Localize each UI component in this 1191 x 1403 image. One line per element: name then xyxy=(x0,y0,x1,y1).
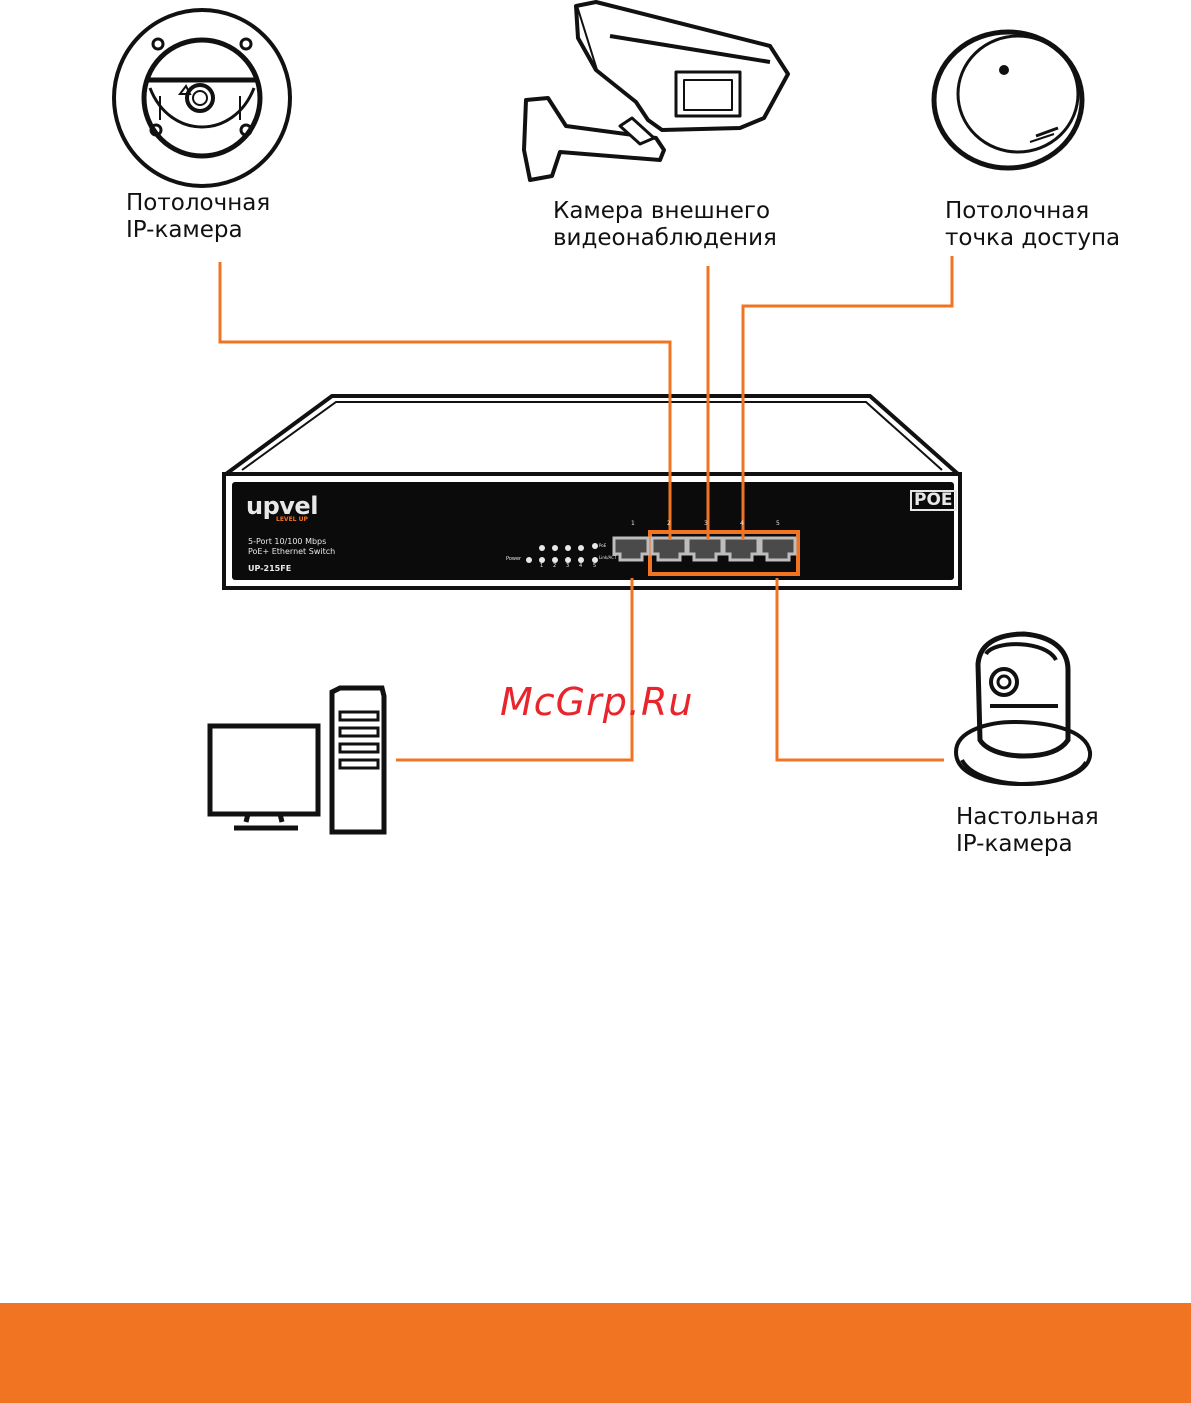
label-ceiling-ip-camera-line2: IP-камера xyxy=(126,217,270,244)
label-outdoor-camera-line2: видеонаблюдения xyxy=(553,225,777,252)
switch-tagline: LEVEL UP xyxy=(276,516,308,523)
label-ceiling-ip-camera: Потолочная IP-камера xyxy=(126,190,270,244)
port-1 xyxy=(614,538,648,560)
port-number-5: 5 xyxy=(776,520,780,527)
watermark: McGrp.Ru xyxy=(500,680,693,724)
footer-bar xyxy=(0,1303,1191,1403)
poe-badge: POE xyxy=(910,490,957,511)
label-access-point-line2: точка доступа xyxy=(945,225,1120,252)
link-led-label: Link/ACT xyxy=(599,555,611,560)
port-number-1: 1 xyxy=(631,520,635,527)
line-desktop-pc xyxy=(396,578,632,760)
label-outdoor-camera: Камера внешнего видеонаблюдения xyxy=(553,198,777,252)
line-desktop-camera xyxy=(777,578,944,760)
led-number-5: 5 xyxy=(593,563,596,569)
poe-switch xyxy=(224,396,960,588)
led-number-3: 3 xyxy=(566,563,569,569)
ceiling-ip-camera-icon xyxy=(114,10,290,186)
label-desktop-ip-camera-line1: Настольная xyxy=(956,804,1099,831)
label-ceiling-ip-camera-line1: Потолочная xyxy=(126,190,270,217)
port-number-3: 3 xyxy=(704,520,708,527)
ethernet-ports xyxy=(614,538,795,560)
power-led-label: Power xyxy=(506,556,521,562)
led-number-4: 4 xyxy=(579,563,582,569)
label-desktop-ip-camera: Настольная IP-камера xyxy=(956,804,1099,858)
led-number-2: 2 xyxy=(553,563,556,569)
port-3 xyxy=(688,538,722,560)
label-desktop-ip-camera-line2: IP-камера xyxy=(956,831,1099,858)
outdoor-camera-icon xyxy=(524,2,788,180)
ceiling-access-point-icon xyxy=(934,32,1082,168)
switch-spec-line2: PoE+ Ethernet Switch xyxy=(248,547,335,556)
switch-spec-line1: 5-Port 10/100 Mbps xyxy=(248,537,326,546)
label-access-point: Потолочная точка доступа xyxy=(945,198,1120,252)
label-outdoor-camera-line1: Камера внешнего xyxy=(553,198,777,225)
led-number-1: 1 xyxy=(540,563,543,569)
label-access-point-line1: Потолочная xyxy=(945,198,1120,225)
desktop-pc-icon xyxy=(210,688,384,832)
port-number-2: 2 xyxy=(667,520,671,527)
switch-model: UP-215FE xyxy=(248,564,291,573)
port-5 xyxy=(761,538,795,560)
poe-led-label: PoE xyxy=(599,543,606,548)
desktop-ip-camera-icon xyxy=(956,634,1090,784)
port-number-4: 4 xyxy=(740,520,744,527)
port-4 xyxy=(724,538,758,560)
port-2 xyxy=(652,538,686,560)
